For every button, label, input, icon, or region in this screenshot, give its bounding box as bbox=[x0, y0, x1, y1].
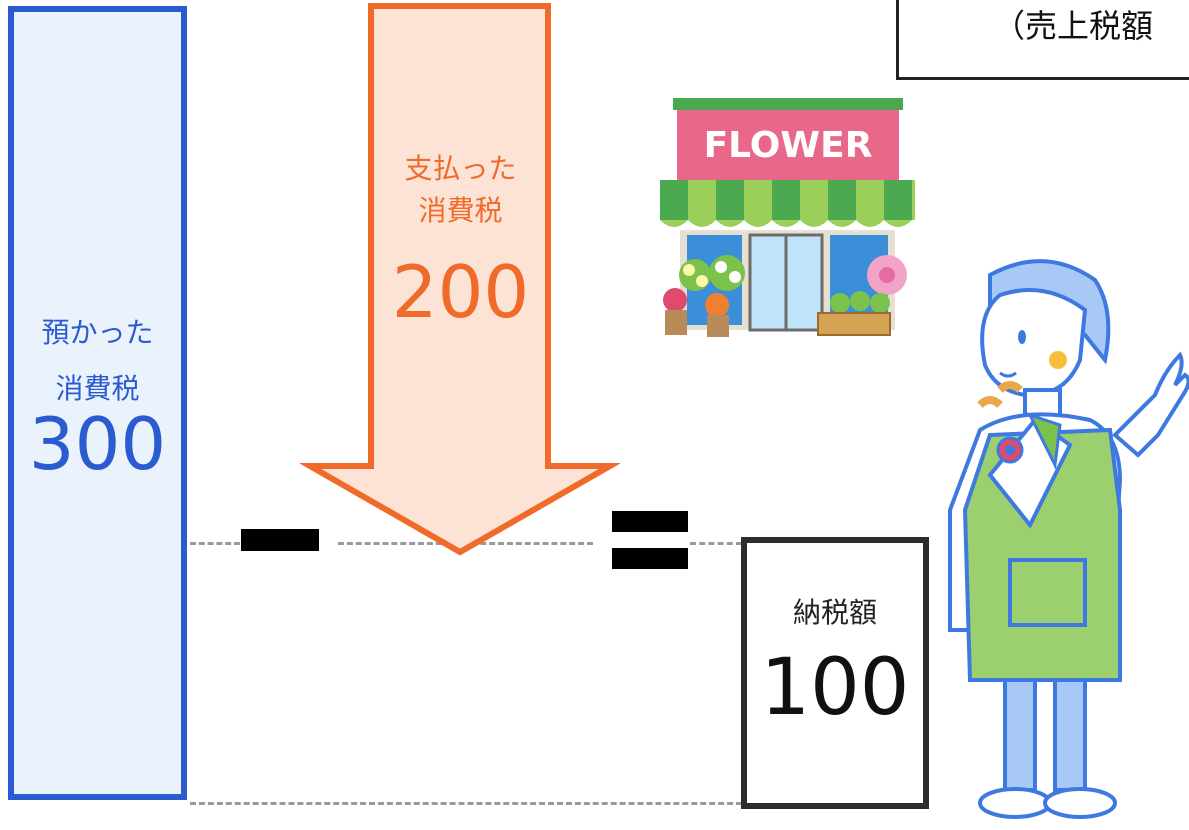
equals-bar-bottom bbox=[612, 548, 688, 569]
waving-hand bbox=[1112, 351, 1189, 458]
flower-pots bbox=[663, 255, 907, 337]
note-text: （売上税額 bbox=[993, 7, 1154, 45]
tax-payment-value: 100 bbox=[760, 643, 910, 733]
mouth bbox=[999, 371, 1017, 378]
shop-roof bbox=[673, 98, 903, 110]
flower-shop-illustration: FLOWER bbox=[660, 98, 915, 337]
right-shoe bbox=[1043, 787, 1117, 819]
earring-icon bbox=[1049, 351, 1067, 369]
guide-line-top-right bbox=[690, 542, 742, 545]
shop-sign-text: FLOWER bbox=[704, 125, 873, 166]
tax-payment-label: 納税額 bbox=[792, 596, 877, 629]
florist-illustration bbox=[948, 259, 1189, 819]
paid-tax-value: 200 bbox=[391, 250, 530, 334]
face bbox=[980, 288, 1088, 398]
left-leg bbox=[1003, 678, 1037, 792]
paid-tax-label: 支払った 消費税 bbox=[373, 148, 548, 232]
collected-tax-label-line2: 消費税 bbox=[55, 372, 140, 405]
paid-tax-label-line1: 支払った bbox=[404, 152, 517, 185]
note-box: （売上税額 bbox=[896, 0, 1189, 80]
minus-sign bbox=[241, 529, 319, 551]
tax-payment-box: 納税額 100 bbox=[741, 537, 929, 809]
bouquet-leaves bbox=[977, 381, 1023, 408]
apron-pocket bbox=[1008, 558, 1087, 627]
eye bbox=[1018, 330, 1026, 344]
paid-tax-label-line2: 消費税 bbox=[418, 194, 503, 227]
shop-sign-board bbox=[677, 110, 899, 180]
guide-line-top-left bbox=[190, 542, 240, 545]
collected-tax-box: 預かった 消費税 300 bbox=[8, 6, 187, 800]
right-leg bbox=[1053, 678, 1087, 792]
paid-tax-arrow bbox=[300, 3, 620, 556]
collected-tax-value: 300 bbox=[28, 402, 167, 486]
guide-line-bottom bbox=[190, 802, 742, 805]
shop-awning bbox=[660, 180, 915, 227]
left-shoe bbox=[978, 787, 1052, 819]
collected-tax-label-line1: 預かった bbox=[41, 316, 154, 349]
equals-bar-top bbox=[612, 511, 688, 532]
